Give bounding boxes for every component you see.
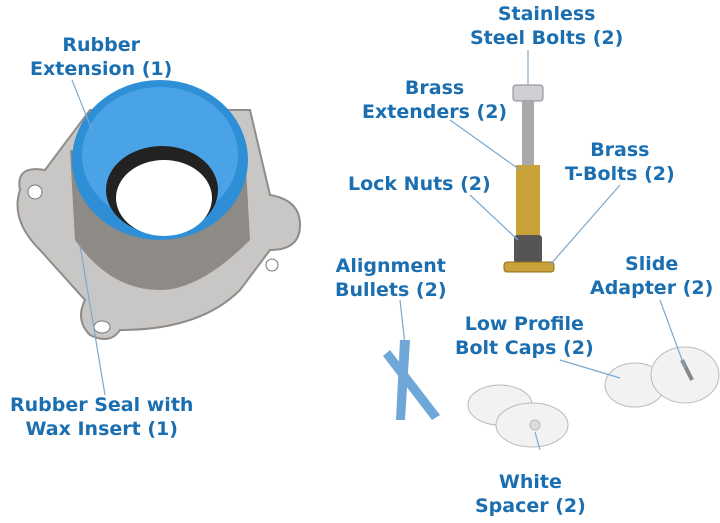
white-spacers [467, 384, 569, 448]
leader-lines [71, 50, 686, 451]
bolt-assembly [503, 84, 555, 273]
alignment-bullets [383, 340, 440, 420]
slide-adapters [604, 346, 720, 408]
label-lock-nuts: Lock Nuts (2) [348, 173, 491, 195]
wax-ring-seal [16, 80, 302, 340]
